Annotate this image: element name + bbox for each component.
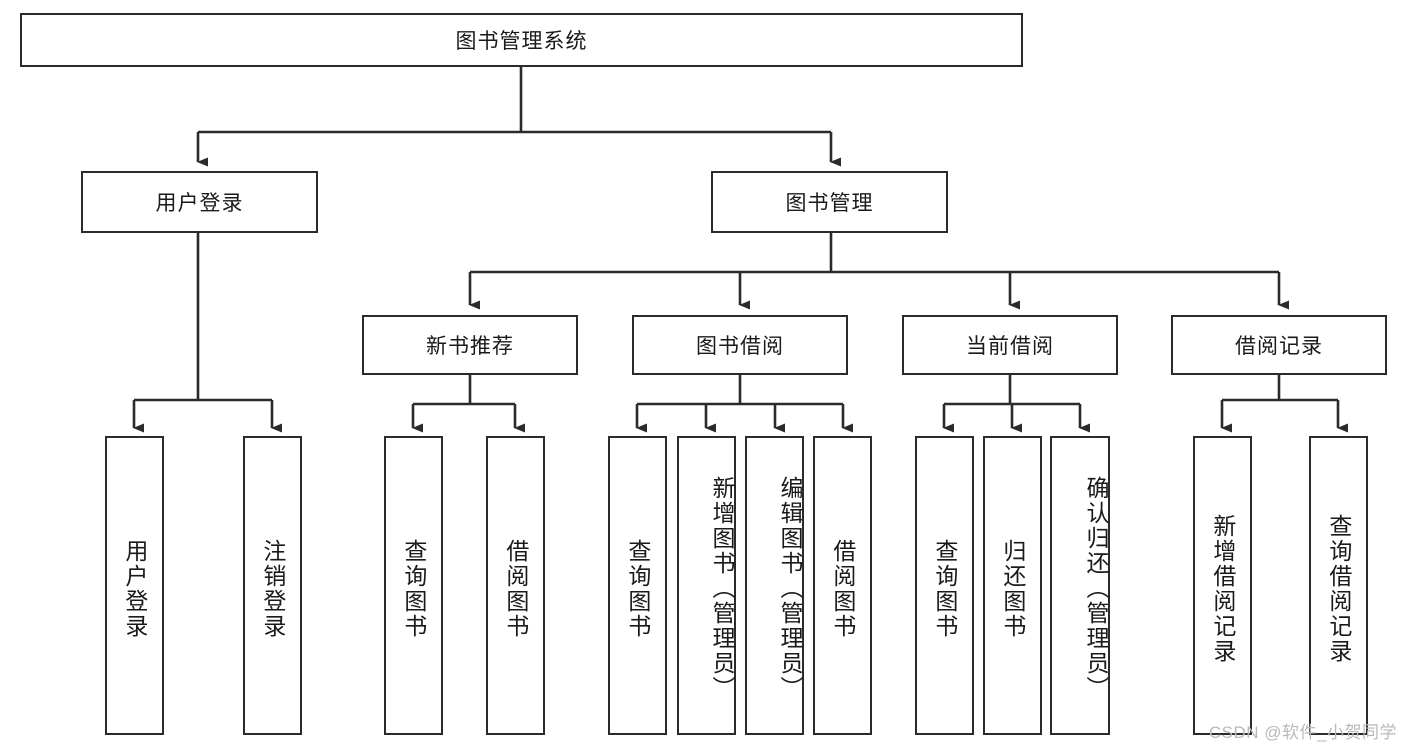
node-user-login-label: 用户登录 [155, 192, 244, 215]
leaf-return-book[interactable]: 归还图书 [983, 436, 1042, 735]
leaf-borrow-book-1-label: 借阅图书 [502, 538, 529, 639]
leaf-add-book[interactable]: 新增图书（管理员） [677, 436, 736, 735]
node-book-borrow[interactable]: 图书借阅 [632, 315, 848, 375]
leaf-borrow-book-2[interactable]: 借阅图书 [813, 436, 872, 735]
leaf-borrow-book-2-label: 借阅图书 [829, 538, 856, 639]
node-borrow-record[interactable]: 借阅记录 [1171, 315, 1387, 375]
node-current-borrow[interactable]: 当前借阅 [902, 315, 1118, 375]
leaf-query-book-3[interactable]: 查询图书 [915, 436, 974, 735]
leaf-add-borrow-record[interactable]: 新增借阅记录 [1193, 436, 1252, 735]
node-book-borrow-label: 图书借阅 [696, 335, 784, 358]
node-book-management[interactable]: 图书管理 [711, 171, 948, 233]
leaf-return-book-label: 归还图书 [999, 538, 1026, 639]
leaf-logout[interactable]: 注销登录 [243, 436, 302, 735]
node-root-label: 图书管理系统 [455, 30, 588, 53]
node-new-book-recommend[interactable]: 新书推荐 [362, 315, 578, 375]
leaf-borrow-book-1[interactable]: 借阅图书 [486, 436, 545, 735]
leaf-login[interactable]: 用户登录 [105, 436, 164, 735]
leaf-query-book-2[interactable]: 查询图书 [608, 436, 667, 735]
node-user-login[interactable]: 用户登录 [81, 171, 318, 233]
node-borrow-record-label: 借阅记录 [1235, 335, 1323, 358]
leaf-query-book-3-label: 查询图书 [931, 538, 958, 639]
leaf-add-borrow-record-label: 新增借阅记录 [1209, 513, 1236, 664]
node-new-book-recommend-label: 新书推荐 [426, 335, 514, 358]
leaf-query-book-1[interactable]: 查询图书 [384, 436, 443, 735]
leaf-query-book-2-label: 查询图书 [624, 538, 651, 639]
leaf-query-book-1-label: 查询图书 [400, 538, 427, 639]
leaf-confirm-return[interactable]: 确认归还（管理员） [1050, 436, 1110, 735]
leaf-edit-book-label: 编辑图书（管理员） [777, 476, 803, 701]
leaf-edit-book[interactable]: 编辑图书（管理员） [745, 436, 804, 735]
leaf-logout-label: 注销登录 [259, 538, 286, 639]
node-current-borrow-label: 当前借阅 [966, 335, 1054, 358]
leaf-login-label: 用户登录 [121, 538, 148, 639]
leaf-confirm-return-label: 确认归还（管理员） [1083, 476, 1109, 701]
leaf-add-book-label: 新增图书（管理员） [709, 476, 735, 701]
csdn-watermark: CSDN @软件_小贺同学 [1208, 723, 1397, 742]
leaf-query-borrow-record[interactable]: 查询借阅记录 [1309, 436, 1368, 735]
node-root[interactable]: 图书管理系统 [20, 13, 1023, 67]
leaf-query-borrow-record-label: 查询借阅记录 [1325, 513, 1352, 664]
node-book-management-label: 图书管理 [785, 192, 874, 215]
